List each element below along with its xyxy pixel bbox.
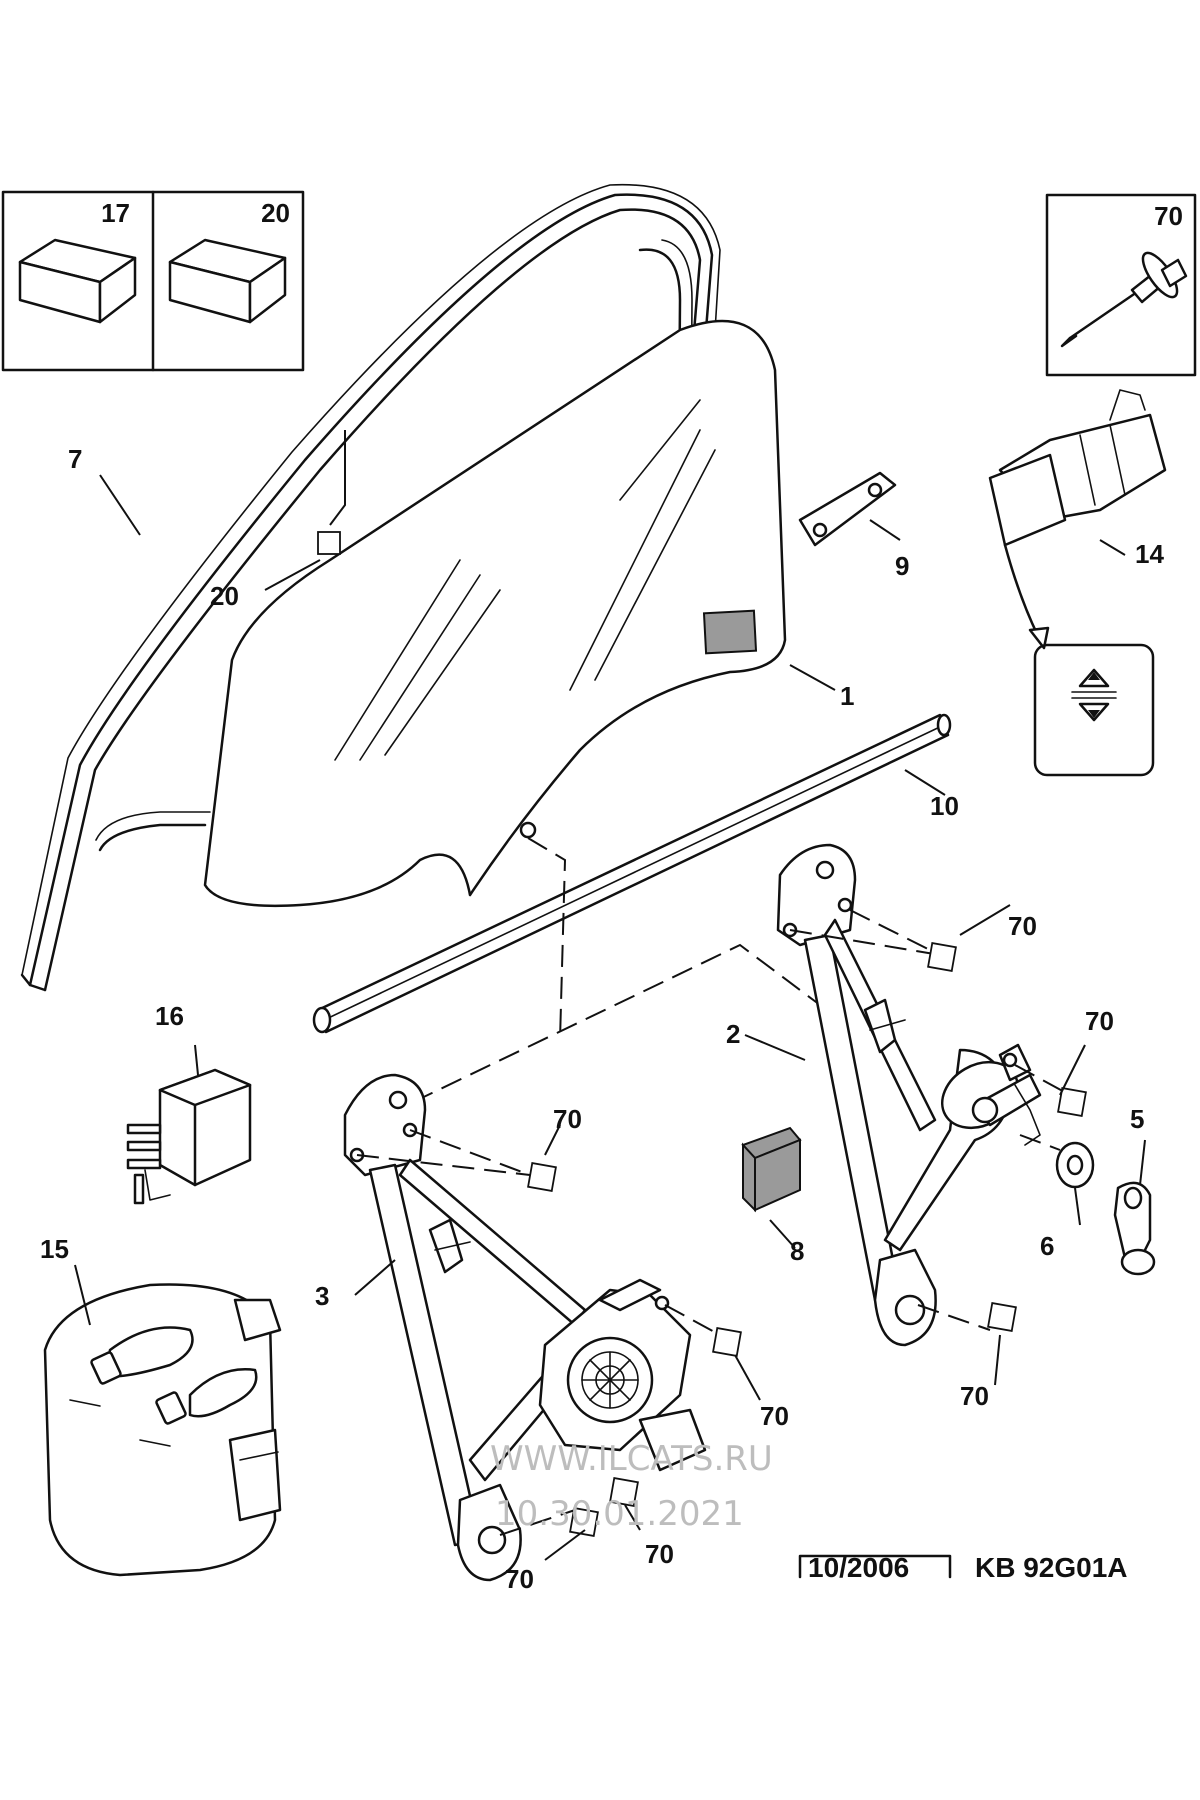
footer-code: KB 92G01A <box>975 1552 1128 1583</box>
window-regulator-3 <box>343 1073 707 1582</box>
inset-label-20: 20 <box>261 198 290 228</box>
pad-20-icon <box>168 238 287 324</box>
label-part-6: 6 <box>1040 1231 1054 1261</box>
tag-70-g <box>569 1507 599 1537</box>
washer-6 <box>1055 1141 1095 1189</box>
door-glass-1 <box>203 319 787 908</box>
regulator-2-rivet-lines <box>789 909 1071 1151</box>
window-switch-symbol-box <box>1033 643 1155 777</box>
label-part-70-c: 70 <box>960 1381 989 1411</box>
crank-handle-5 <box>1113 1181 1156 1276</box>
tag-70-d <box>527 1162 557 1192</box>
window-regulator-2 <box>776 843 1042 1347</box>
inset-label-17: 17 <box>101 198 130 228</box>
regulator-3-rivet-lines <box>356 1129 721 1536</box>
footer-date: 10/2006 <box>808 1552 909 1583</box>
inset-label-70: 70 <box>1154 201 1183 231</box>
relay-16 <box>126 1068 252 1205</box>
tag-70-b <box>1057 1087 1087 1117</box>
rivet-icon <box>1060 251 1188 348</box>
leader-lines <box>74 430 1146 1561</box>
label-part-2: 2 <box>726 1019 740 1049</box>
rivet-tags <box>317 531 1087 1537</box>
pad-17-icon <box>18 238 137 324</box>
watermark-site: WWW.ILCATS.RU <box>490 1439 773 1479</box>
label-part-3: 3 <box>315 1281 329 1311</box>
inset-box-right: 70 <box>1045 193 1197 377</box>
inset-box-left: 17 20 <box>1 190 305 372</box>
label-part-20: 20 <box>210 581 239 611</box>
label-part-70-d: 70 <box>553 1104 582 1134</box>
label-part-70-b: 70 <box>1085 1006 1114 1036</box>
label-part-70-e: 70 <box>760 1401 789 1431</box>
label-part-14: 14 <box>1135 539 1164 569</box>
glass-channel-10 <box>312 713 952 1034</box>
label-part-10: 10 <box>930 791 959 821</box>
label-part-70-f: 70 <box>645 1539 674 1569</box>
label-part-9: 9 <box>895 551 909 581</box>
watermark-date: 10.30.01.2021 <box>495 1494 744 1534</box>
tag-70-a <box>927 942 957 972</box>
tag-70-e <box>712 1327 742 1357</box>
label-part-15: 15 <box>40 1234 69 1264</box>
tag-20 <box>317 531 341 555</box>
up-down-arrows-icon <box>1071 668 1117 722</box>
part-labels: 7 20 1 10 9 14 70 70 5 6 2 8 70 70 70 70… <box>40 444 1164 1594</box>
pad-8 <box>741 1126 802 1213</box>
watermark: WWW.ILCATS.RU 10.30.01.2021 <box>490 1439 773 1534</box>
tag-70-f <box>609 1477 639 1507</box>
label-part-5: 5 <box>1130 1104 1144 1134</box>
clip-9 <box>798 471 897 547</box>
diagram-footer: 10/2006 KB 92G01A <box>798 1552 1128 1583</box>
assembly-lines <box>354 837 821 1131</box>
label-part-7: 7 <box>68 444 82 474</box>
switch-14 <box>988 389 1167 650</box>
label-part-16: 16 <box>155 1001 184 1031</box>
label-part-8: 8 <box>790 1236 804 1266</box>
regulator-motor-icon <box>538 1278 707 1472</box>
label-part-70-a: 70 <box>1008 911 1037 941</box>
switch-panel-15 <box>43 1283 282 1577</box>
label-part-1: 1 <box>840 681 854 711</box>
tag-70-c <box>987 1302 1017 1332</box>
label-part-70-g: 70 <box>505 1564 534 1594</box>
